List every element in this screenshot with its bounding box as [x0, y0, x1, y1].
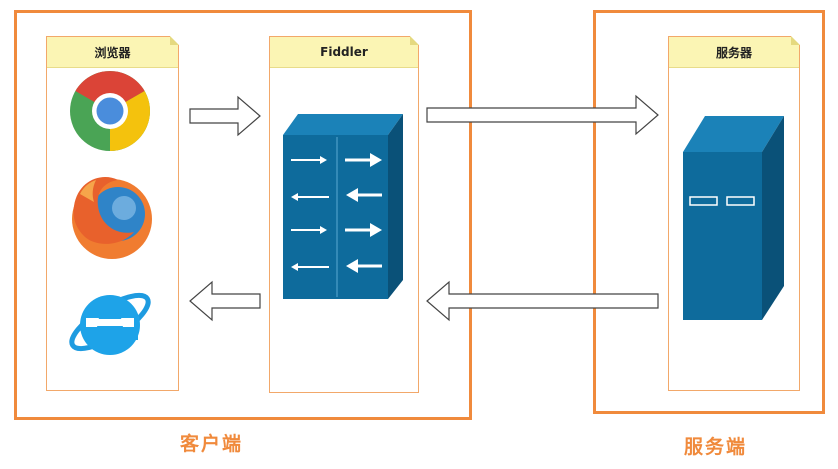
- server-tower-icon: [683, 116, 784, 320]
- arrow-browser-to-fiddler: [189, 95, 261, 137]
- server-lane-header: 服务器: [669, 36, 800, 68]
- arrow-fiddler-to-server: [426, 94, 659, 136]
- browser-lane-title: 浏览器: [94, 45, 131, 60]
- fiddler-lane-title: Fiddler: [320, 45, 368, 59]
- internet-explorer-icon: [69, 292, 151, 355]
- chrome-icon: [70, 71, 150, 151]
- firefox-icon: [72, 177, 152, 259]
- arrow-fiddler-to-browser: [189, 280, 261, 322]
- server-lane-title: 服务器: [715, 45, 752, 60]
- browser-lane-header: 浏览器: [47, 36, 179, 68]
- client-group-label: 客户端: [180, 433, 244, 455]
- proxy-switch-icon: [283, 114, 403, 299]
- client-group-box: [14, 10, 472, 420]
- server-group-label: 服务端: [684, 436, 748, 458]
- arrow-server-to-fiddler: [426, 280, 659, 322]
- server-group-box: [593, 10, 825, 414]
- fiddler-lane-header: Fiddler: [270, 36, 419, 68]
